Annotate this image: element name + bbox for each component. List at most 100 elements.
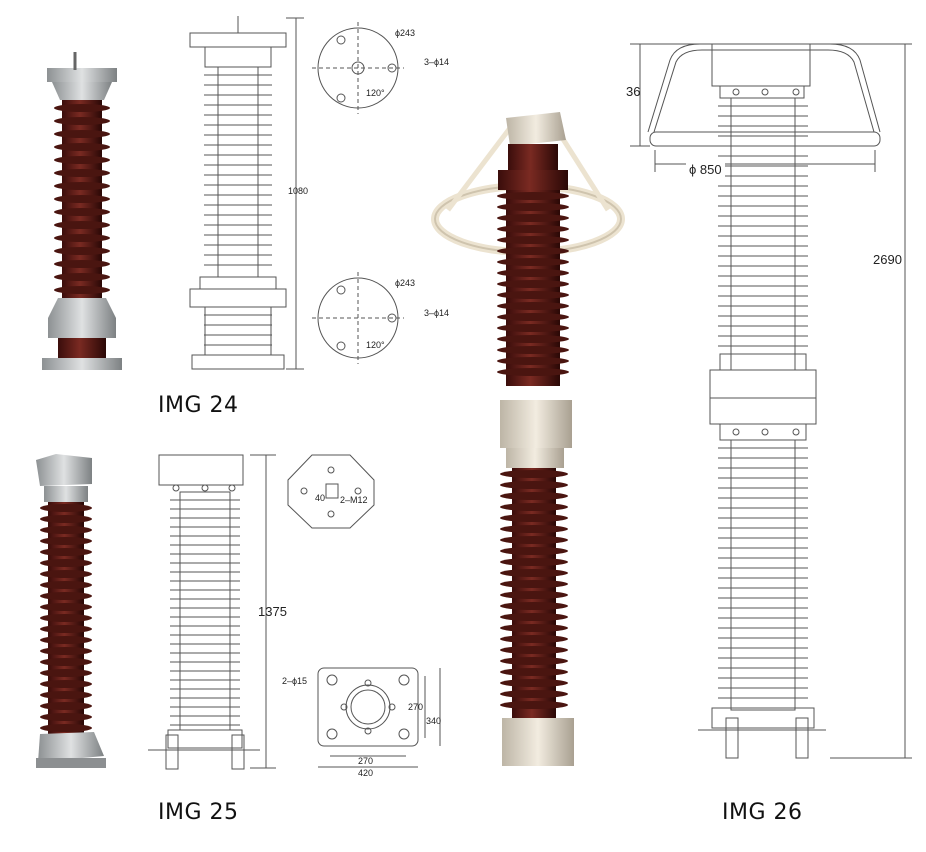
- insulator-shed: [40, 680, 92, 688]
- insulator-shed: [500, 514, 568, 522]
- insulator-shed: [497, 313, 569, 321]
- insulator-shed: [40, 537, 92, 545]
- insulator-shed: [500, 635, 568, 643]
- insulator-shed: [40, 504, 92, 512]
- img24-bottom-flange-view: [312, 272, 404, 364]
- img25-base-w-outer: 420: [358, 768, 374, 778]
- insulator-shed: [497, 203, 569, 211]
- insulator-shed: [497, 346, 569, 354]
- img25-base-inner: 270: [408, 702, 424, 712]
- insulator-shed: [40, 515, 92, 523]
- insulator-shed: [40, 614, 92, 622]
- insulator-shed: [54, 221, 110, 229]
- img24-top-angle: 120°: [366, 88, 385, 98]
- insulator-shed: [54, 182, 110, 190]
- img26-arrester-photo: [431, 112, 625, 766]
- img26-drawing: [630, 43, 912, 759]
- caption-img25: IMG 25: [158, 800, 239, 825]
- insulator-shed: [54, 143, 110, 151]
- img25-height: 1375: [258, 604, 287, 619]
- insulator-shed: [500, 679, 568, 687]
- insulator-shed: [500, 646, 568, 654]
- insulator-shed: [500, 701, 568, 709]
- insulator-shed: [40, 570, 92, 578]
- insulator-shed: [54, 117, 110, 125]
- insulator-shed: [497, 236, 569, 244]
- insulator-shed: [497, 291, 569, 299]
- insulator-shed: [500, 602, 568, 610]
- insulator-shed: [40, 548, 92, 556]
- insulator-shed: [500, 525, 568, 533]
- insulator-shed: [500, 547, 568, 555]
- insulator-shed: [500, 492, 568, 500]
- insulator-shed: [497, 357, 569, 365]
- insulator-shed: [40, 625, 92, 633]
- img24-bot-angle: 120°: [366, 340, 385, 350]
- insulator-shed: [54, 273, 110, 281]
- insulator-shed: [54, 260, 110, 268]
- insulator-shed: [497, 280, 569, 288]
- insulator-shed: [40, 669, 92, 677]
- insulator-shed: [500, 613, 568, 621]
- insulator-shed: [497, 192, 569, 200]
- insulator-shed: [40, 658, 92, 666]
- img25-base-holes: 2–ϕ15: [282, 676, 308, 686]
- img24-top-flange-view: [312, 22, 404, 114]
- insulator-shed: [497, 225, 569, 233]
- insulator-shed: [500, 624, 568, 632]
- insulator-shed: [54, 286, 110, 294]
- insulator-shed: [40, 526, 92, 534]
- insulator-shed: [500, 668, 568, 676]
- insulator-shed: [54, 234, 110, 242]
- insulator-shed: [40, 713, 92, 721]
- insulator-shed: [40, 647, 92, 655]
- insulator-shed: [497, 258, 569, 266]
- img25-drawing: [148, 454, 276, 770]
- insulator-shed: [54, 130, 110, 138]
- insulator-shed: [40, 559, 92, 567]
- insulator-shed: [500, 470, 568, 478]
- insulator-shed: [497, 335, 569, 343]
- insulator-shed: [54, 104, 110, 112]
- img24-top-diameter: ϕ243: [395, 28, 416, 38]
- img26-height: 2690: [873, 252, 902, 267]
- caption-img26: IMG 26: [722, 800, 803, 825]
- insulator-shed: [497, 324, 569, 332]
- img25-base-w-inner: 270: [358, 756, 374, 766]
- img24-arrester-photo: [42, 52, 122, 370]
- insulator-shed: [40, 581, 92, 589]
- insulator-shed: [40, 603, 92, 611]
- insulator-shed: [500, 558, 568, 566]
- insulator-shed: [54, 208, 110, 216]
- insulator-shed: [40, 636, 92, 644]
- insulator-shed: [500, 481, 568, 489]
- img25-base-plate-view: [317, 667, 441, 768]
- img26-ring-height: 36: [626, 84, 641, 99]
- insulator-shed: [500, 657, 568, 665]
- insulator-shed: [500, 569, 568, 577]
- img25-top-plate-view: [287, 454, 375, 529]
- img25-base-outer: 340: [426, 716, 442, 726]
- insulator-shed: [40, 691, 92, 699]
- img25-bolt-label: 2–M12: [340, 495, 368, 505]
- img25-bolt-gap: 40: [315, 493, 326, 503]
- img24-height: 1080: [288, 186, 309, 196]
- img24-drawing: [189, 16, 304, 370]
- insulator-shed: [40, 592, 92, 600]
- img24-bot-diameter: ϕ243: [395, 278, 416, 288]
- img25-arrester-photo: [36, 454, 106, 768]
- insulator-shed: [497, 247, 569, 255]
- insulator-shed: [54, 169, 110, 177]
- insulator-shed: [500, 503, 568, 511]
- insulator-shed: [497, 302, 569, 310]
- insulator-shed: [497, 269, 569, 277]
- img24-top-holes: 3–ϕ14: [424, 57, 450, 67]
- img26-ring-diameter: ϕ 850: [686, 162, 725, 177]
- insulator-shed: [500, 690, 568, 698]
- img24-bot-holes: 3–ϕ14: [424, 308, 450, 318]
- insulator-shed: [500, 536, 568, 544]
- insulator-shed: [500, 591, 568, 599]
- insulator-shed: [500, 580, 568, 588]
- insulator-shed: [54, 247, 110, 255]
